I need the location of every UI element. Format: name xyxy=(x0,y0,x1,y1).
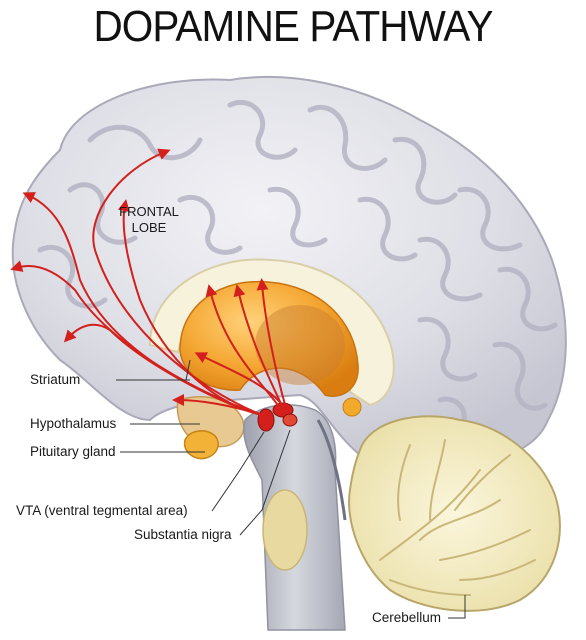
label-hypothalamus: Hypothalamus xyxy=(30,416,117,431)
label-pituitary: Pituitary gland xyxy=(30,444,116,459)
dopamine-pathways xyxy=(10,148,287,416)
substantia-nigra-nucleus-2 xyxy=(282,413,298,427)
label-cerebellum: Cerebellum xyxy=(372,610,442,625)
label-substantia-nigra: Substantia nigra xyxy=(134,527,232,542)
label-vta: VTA (ventral tegmental area) xyxy=(16,503,188,518)
pituitary-shape xyxy=(183,430,219,460)
fourth-ventricle xyxy=(316,419,347,521)
striatum-shadow xyxy=(255,305,345,385)
leader-lines xyxy=(116,359,466,619)
vta-nucleus xyxy=(257,408,275,432)
pons-shape xyxy=(262,489,308,571)
cerebellum-arbor xyxy=(379,439,536,596)
label-striatum: Striatum xyxy=(30,372,81,387)
frontal-lobe-label: FRONTAL LOBE xyxy=(104,204,194,236)
cerebellum-shape xyxy=(348,415,561,612)
pineal-gland xyxy=(342,397,362,417)
frontal-lobe-label-line1: FRONTAL xyxy=(119,204,179,219)
frontal-lobe-label-line2: LOBE xyxy=(131,220,167,235)
page-title: DOPAMINE PATHWAY xyxy=(93,2,493,51)
